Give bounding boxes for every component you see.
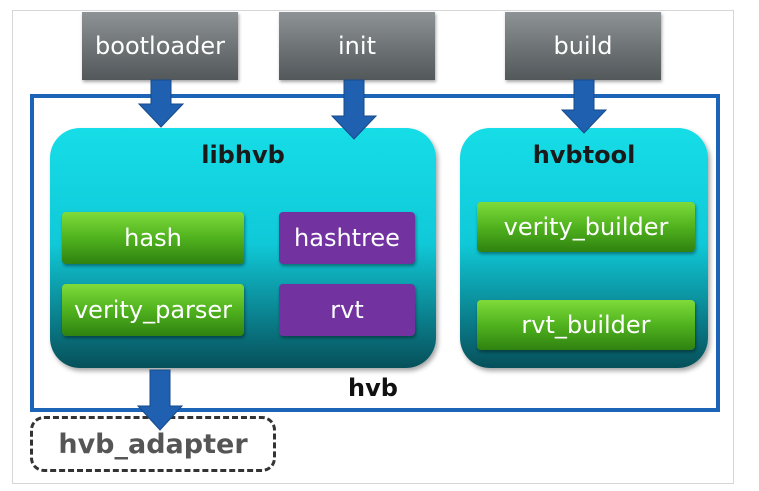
hashtree-label: hashtree: [294, 224, 400, 252]
bootloader-box: bootloader: [82, 12, 238, 80]
libhvb-title: libhvb: [201, 141, 285, 169]
verity-builder-module: verity_builder: [477, 202, 695, 252]
rvt-builder-label: rvt_builder: [521, 311, 651, 339]
hvb-label: hvb: [348, 374, 398, 402]
adapter-arrow: [136, 369, 184, 431]
init-label: init: [338, 32, 376, 60]
hvb-container: [30, 94, 720, 412]
init-arrow: [330, 79, 378, 140]
init-box: init: [279, 12, 435, 80]
verity-builder-label: verity_builder: [503, 213, 669, 241]
figure-frame: [12, 10, 734, 484]
rvt-module: rvt: [279, 284, 415, 336]
bootloader-label: bootloader: [95, 32, 225, 60]
hvbtool-title: hvbtool: [532, 141, 636, 169]
verity-parser-module: verity_parser: [62, 284, 244, 336]
hash-label: hash: [124, 224, 182, 252]
rvt-label: rvt: [330, 296, 364, 324]
rvt-builder-module: rvt_builder: [477, 300, 695, 350]
build-box: build: [505, 12, 661, 80]
build-arrow: [560, 79, 608, 134]
hash-module: hash: [62, 212, 244, 264]
verity-parser-label: verity_parser: [73, 296, 233, 324]
build-label: build: [553, 32, 613, 60]
hvb-adapter-label: hvb_adapter: [58, 428, 248, 460]
bootloader-arrow: [137, 79, 185, 128]
hashtree-module: hashtree: [279, 212, 415, 264]
